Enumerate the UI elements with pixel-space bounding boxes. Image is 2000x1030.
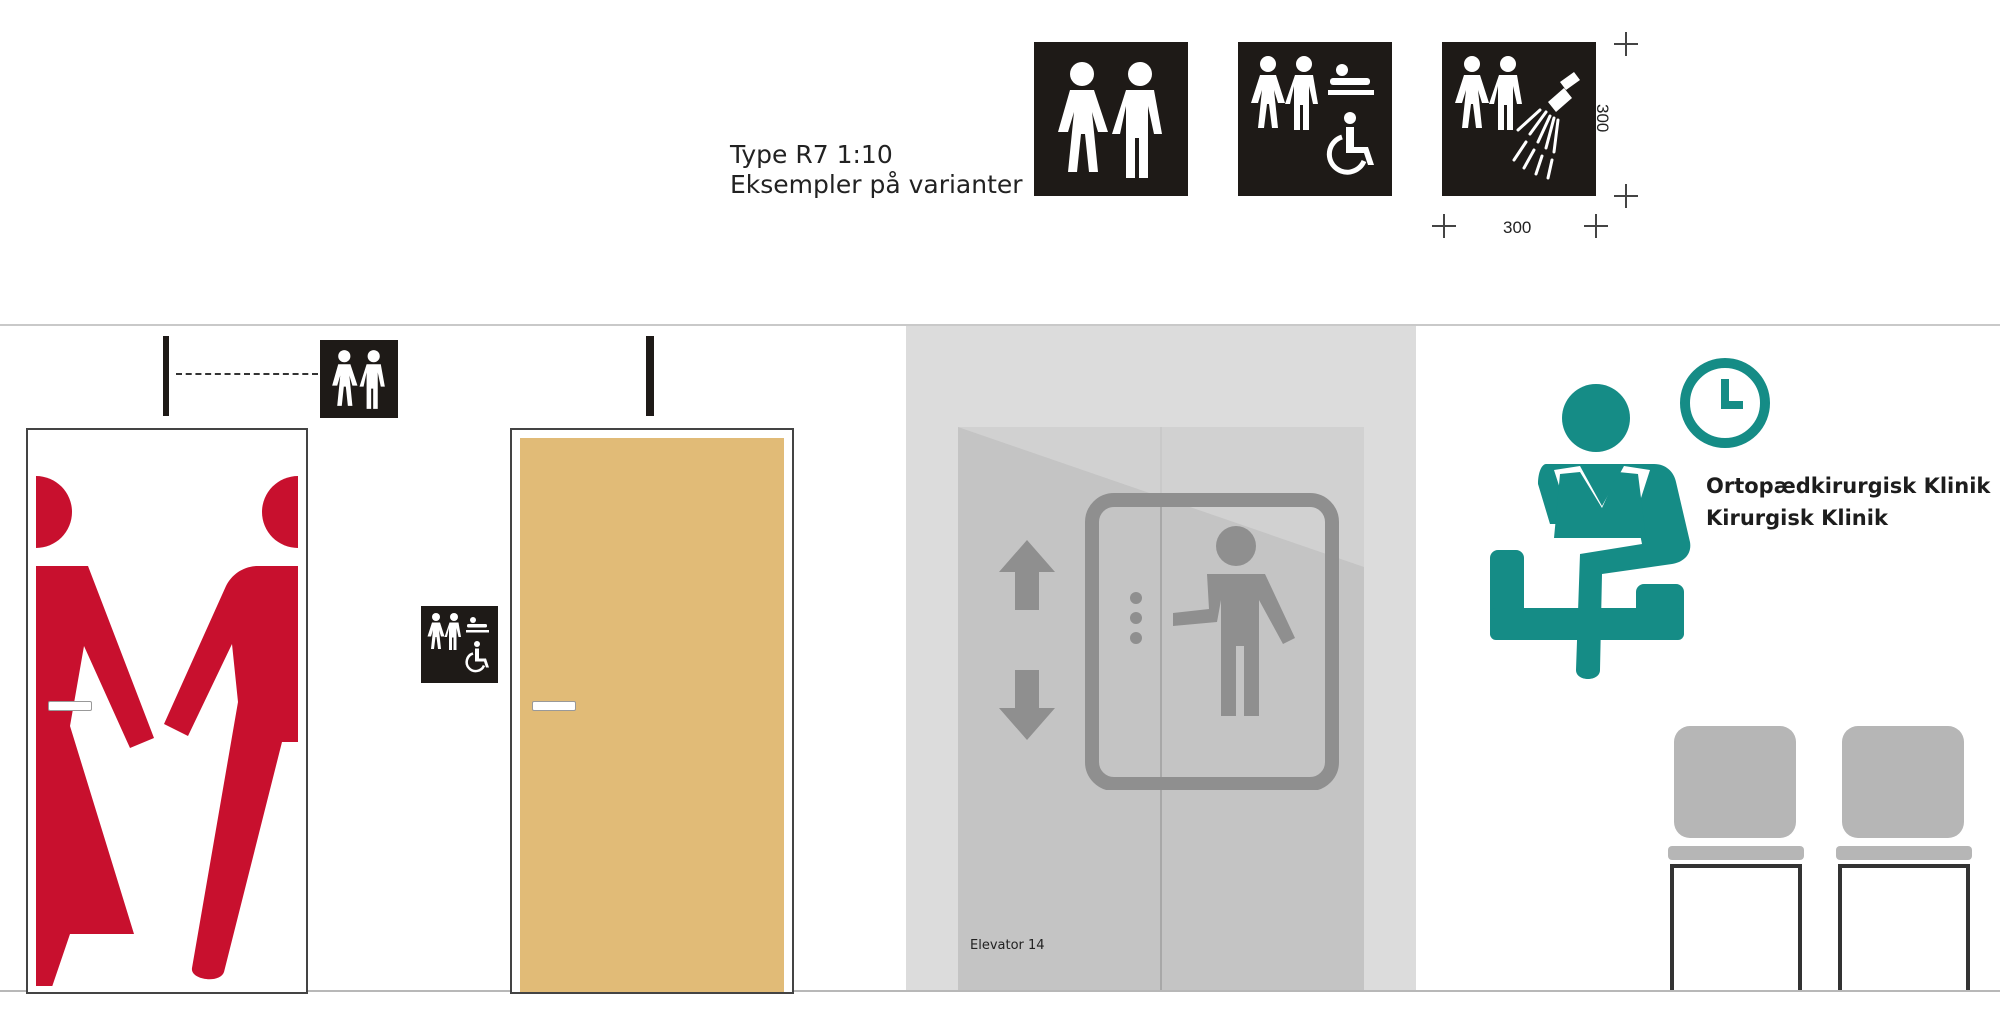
elevator-door-split (1160, 427, 1162, 990)
elevator-label: Elevator 14 (970, 938, 1045, 953)
restroom-shower-icon (1455, 56, 1580, 180)
dimension-height-label: 300 (1593, 104, 1612, 133)
waiting-chair-1 (1668, 726, 1804, 990)
wall-top-line (0, 324, 2000, 326)
family-restroom-accessible-icon (427, 613, 489, 673)
drawing-caption: Type R7 1:10 Eksempler på varianter (730, 140, 1023, 200)
restroom-icon (1058, 62, 1162, 178)
sign-variant-shower (1442, 42, 1596, 196)
restroom-door[interactable] (26, 428, 308, 994)
wooden-door-handle[interactable] (532, 701, 576, 711)
dimension-mark-bottom-right (1614, 184, 1638, 208)
caption-line-2: Eksempler på varianter (730, 170, 1023, 199)
dimension-mark-bottom-left (1432, 214, 1456, 238)
waiting-person-reading-icon (1490, 384, 1691, 679)
sign-variant-restroom (1034, 42, 1188, 196)
dimension-mark-bottom-right-2 (1584, 214, 1608, 238)
clock-icon (1680, 358, 1770, 448)
floor-line (0, 990, 2000, 992)
restroom-door-figures (36, 438, 298, 986)
wooden-door[interactable] (510, 428, 794, 994)
elevator-person-icon (999, 493, 1339, 790)
clinic-line-1: Ortopædkirurgisk Klinik (1706, 474, 1991, 498)
clinic-line-2: Kirurgisk Klinik (1706, 506, 1888, 530)
accessible-restroom-sign (421, 606, 498, 683)
dimension-width-label: 300 (1503, 218, 1532, 237)
restroom-door-handle[interactable] (48, 701, 92, 711)
projecting-sign-bracket (163, 336, 169, 416)
second-sign-bracket (646, 336, 654, 416)
projecting-restroom-sign (320, 340, 398, 418)
caption-line-1: Type R7 1:10 (730, 140, 893, 169)
dimension-mark-top-right (1614, 32, 1638, 56)
projecting-sign-dashline (176, 373, 318, 375)
waiting-chair-2 (1836, 726, 1972, 990)
restroom-icon (332, 350, 385, 409)
sign-variant-family-accessible (1238, 42, 1392, 196)
wooden-door-panel (520, 438, 784, 992)
family-restroom-accessible-icon (1251, 56, 1374, 175)
clinic-directory: Ortopædkirurgisk Klinik Kirurgisk Klinik (1706, 470, 1990, 534)
